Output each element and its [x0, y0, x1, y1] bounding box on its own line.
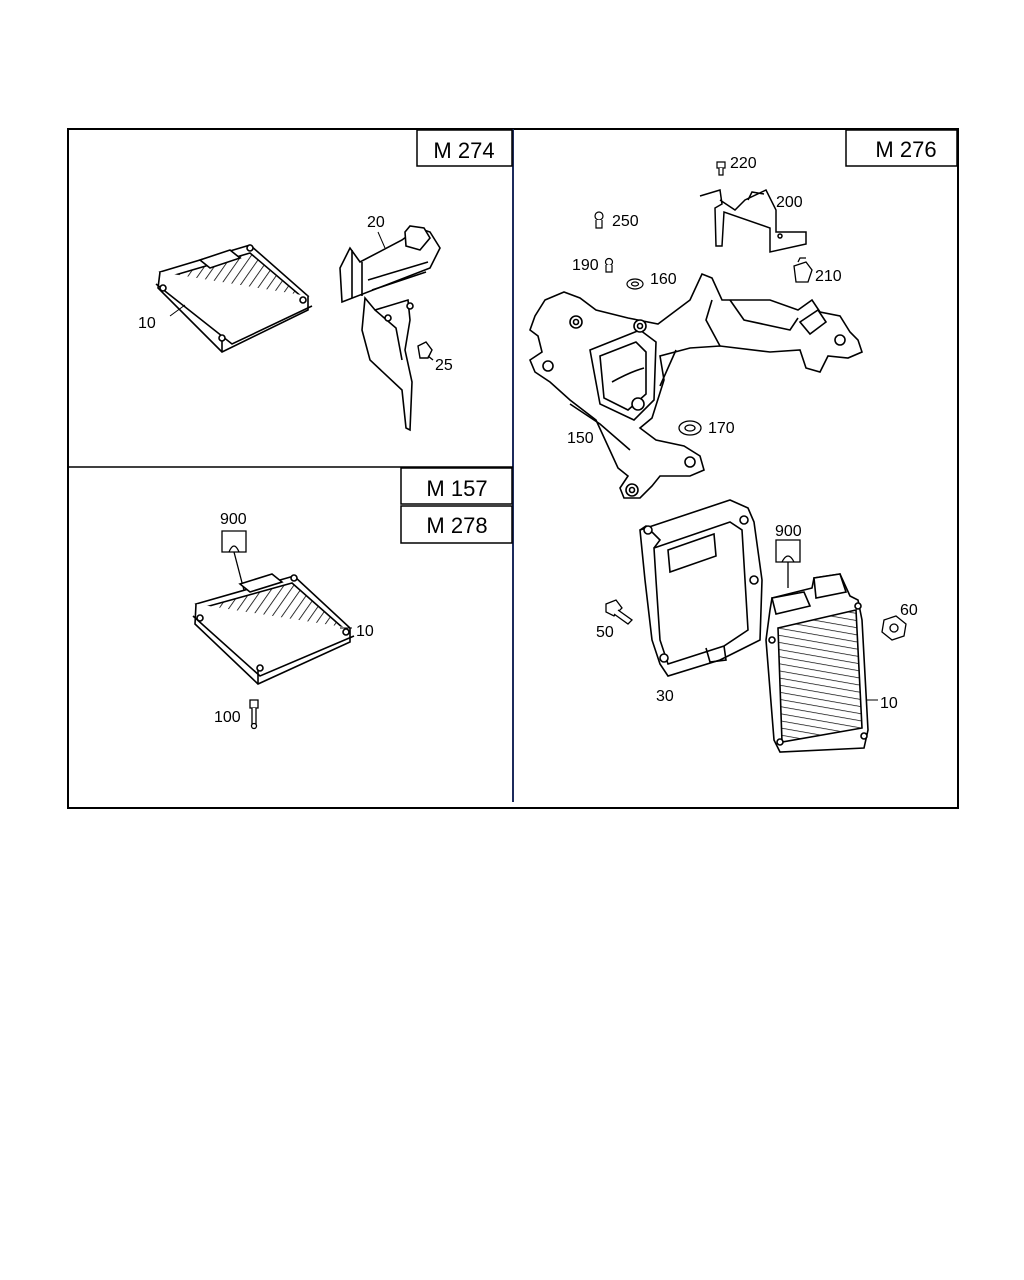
bracket-drawing	[339, 225, 441, 432]
grommet-170-drawing	[678, 420, 702, 436]
part-label-220: 220	[730, 155, 757, 172]
part-label-210: 210	[815, 268, 842, 285]
nut-60-drawing	[881, 615, 907, 641]
screw-190-drawing	[604, 257, 614, 273]
part-label-30: 30	[656, 688, 674, 705]
grommet-160-drawing	[626, 278, 644, 290]
part-label-10-m274: 10	[138, 315, 156, 332]
screw-220-drawing	[716, 161, 726, 176]
nut-25-drawing	[417, 341, 434, 361]
svg-text:M 278: M 278	[426, 513, 487, 538]
part-label-200: 200	[776, 194, 803, 211]
connector-900-icon	[221, 530, 247, 599]
part-label-900-right: 900	[775, 523, 802, 540]
leader-20	[377, 231, 386, 249]
clip-210-drawing	[793, 257, 813, 283]
part-label-10-left: 10	[356, 623, 374, 640]
part-label-900-left: 900	[220, 511, 247, 528]
bolt-100-drawing	[249, 699, 259, 730]
part-label-160: 160	[650, 271, 677, 288]
main-bracket-drawing	[529, 272, 863, 499]
engine-label-m157: M 157	[400, 467, 513, 505]
bolt-50-drawing	[605, 599, 634, 625]
part-label-150: 150	[567, 430, 594, 447]
part-label-20-m274: 20	[367, 214, 385, 231]
part-label-170: 170	[708, 420, 735, 437]
bracket-200-drawing	[699, 189, 807, 253]
control-unit-drawing-right	[765, 573, 869, 753]
part-label-190: 190	[572, 257, 599, 274]
svg-text:M 274: M 274	[433, 138, 494, 163]
svg-text:M 276: M 276	[875, 137, 936, 162]
part-label-25-m274: 25	[435, 357, 453, 374]
screw-250-drawing	[594, 211, 604, 229]
svg-text:M 157: M 157	[426, 476, 487, 501]
connector-900-right-icon	[775, 539, 801, 588]
engine-label-m276: M 276	[845, 129, 958, 167]
control-unit-drawing	[155, 244, 313, 353]
engine-label-m278: M 278	[400, 505, 513, 544]
housing-drawing	[639, 499, 763, 677]
part-label-50: 50	[596, 624, 614, 641]
part-label-10-right: 10	[880, 695, 898, 712]
engine-label-m274: M 274	[416, 129, 513, 167]
leader-10	[169, 304, 186, 317]
part-label-100-left: 100	[214, 709, 241, 726]
part-label-250: 250	[612, 213, 639, 230]
control-unit-drawing-left	[192, 573, 355, 685]
part-label-60: 60	[900, 602, 918, 619]
